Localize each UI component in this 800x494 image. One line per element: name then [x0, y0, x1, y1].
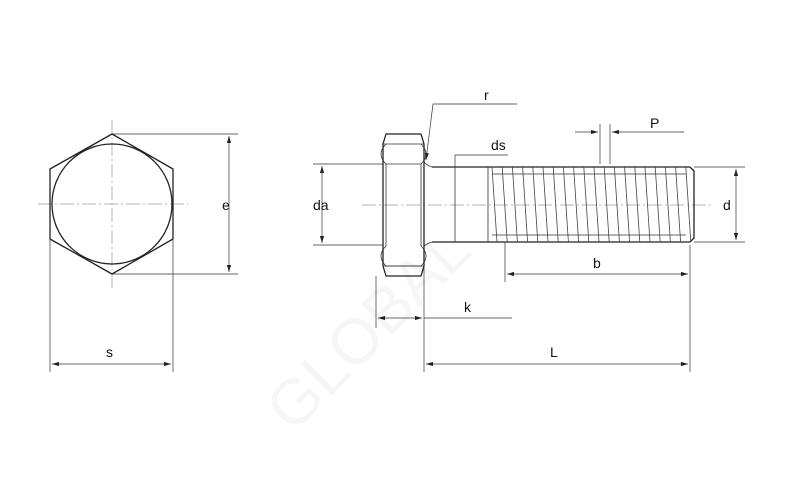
thread-crest-line: [665, 166, 671, 243]
dimension-label-da: da: [313, 197, 329, 213]
thread-crest-line: [512, 166, 518, 243]
thread-crest-line: [675, 166, 681, 243]
thread-crest-line: [542, 166, 549, 243]
underhead-fillet-top: [423, 161, 433, 168]
thread-crest-line: [685, 166, 692, 243]
dimension-label-L: L: [550, 344, 558, 360]
thread-crest-line: [593, 166, 600, 243]
watermark-logo: GLOBAL: [252, 212, 484, 444]
watermark-text: GLOBAL: [252, 212, 484, 444]
dimension-label-r: r: [484, 87, 489, 103]
thread-crest-line: [573, 166, 579, 243]
thread-crest-line: [624, 166, 630, 243]
bearing-face-circle: [51, 143, 173, 265]
thread-crest-line: [654, 166, 661, 243]
thread-crest-line: [491, 166, 498, 243]
thread-end-chamfer: [689, 166, 695, 243]
head-face-arc-top: [380, 143, 427, 165]
thread-crest-line: [552, 166, 559, 243]
thread-crest-line: [614, 166, 620, 243]
dimension-label-k: k: [464, 299, 472, 315]
dimension-label-b: b: [593, 255, 601, 271]
dimension-label-P: P: [650, 115, 659, 131]
thread-crest-line: [603, 166, 610, 243]
thread-crest-line: [532, 166, 539, 243]
thread-crest-line: [634, 166, 641, 243]
head-face-arc-bottom: [380, 245, 427, 267]
r-leader-line: [424, 103, 517, 161]
thread-crest-line: [522, 166, 528, 243]
dimension-label-e: e: [222, 197, 230, 213]
hex-head-end-view: e s: [38, 120, 238, 372]
thread-crest-line: [563, 166, 569, 243]
thread-crest-line: [644, 166, 651, 243]
underhead-fillet-bottom: [423, 241, 433, 247]
thread-crest-line: [501, 166, 508, 243]
dimension-label-d: d: [723, 197, 731, 213]
thread-crest-line: [583, 166, 590, 243]
dimension-label-ds: ds: [491, 137, 506, 153]
ds-leader-line: [454, 154, 508, 167]
bolt-side-view: da r ds P d b k L: [313, 87, 745, 372]
thread-helix-lines: [491, 166, 692, 243]
dimension-label-s: s: [106, 344, 113, 360]
